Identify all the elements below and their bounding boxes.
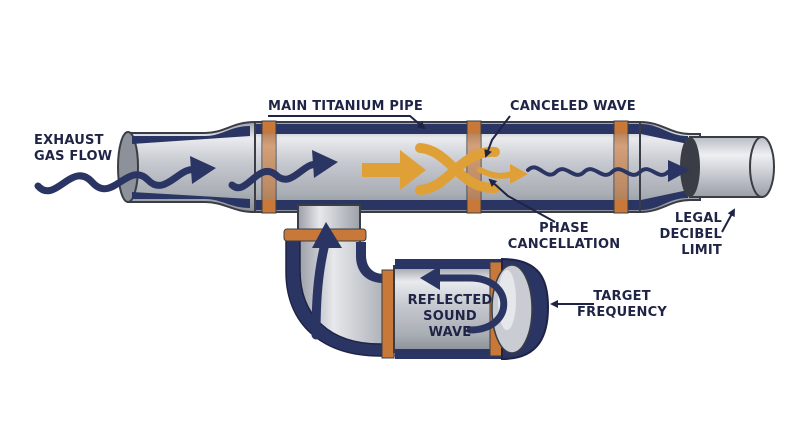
label-reflected-2: SOUND bbox=[423, 309, 477, 324]
label-legal-1: LEGAL bbox=[675, 211, 722, 226]
exhaust-inflow-arrowhead bbox=[190, 156, 216, 184]
leader-legal-limit bbox=[721, 208, 735, 233]
gold-cross-3 bbox=[477, 167, 515, 179]
label-exhaust-2: GAS FLOW bbox=[34, 149, 112, 164]
reflected-upflow-arrowhead bbox=[312, 222, 342, 248]
main-body-navy-top bbox=[256, 124, 639, 134]
gold-flow-arrowhead bbox=[400, 150, 426, 190]
main-wave-arrowhead bbox=[312, 150, 338, 178]
inlet-navy-top bbox=[132, 126, 250, 144]
outflow-arrowhead bbox=[668, 160, 690, 182]
outlet-navy-bottom bbox=[641, 190, 688, 210]
reflected-upflow bbox=[311, 235, 331, 340]
labels: EXHAUST GAS FLOW MAIN TITANIUM PIPE CANC… bbox=[34, 99, 722, 340]
outlet-navy-top bbox=[641, 124, 688, 144]
leader-main-pipe bbox=[268, 115, 426, 130]
gold-flow-shaft bbox=[362, 163, 402, 177]
resonator-navy-bottom bbox=[395, 349, 503, 359]
gold-outflow-arrowhead bbox=[510, 164, 528, 184]
outflow-wave bbox=[526, 165, 670, 177]
branch-ring-2 bbox=[381, 269, 395, 359]
label-reflected-3: WAVE bbox=[429, 325, 472, 340]
label-reflected-1: REFLECTED bbox=[408, 293, 493, 308]
exhaust-inflow-wave bbox=[34, 166, 200, 195]
branch-navy-inner bbox=[356, 242, 396, 283]
label-phase-2: CANCELLATION bbox=[508, 237, 621, 252]
resonator-navy-top bbox=[395, 259, 503, 269]
label-legal-2: DECIBEL bbox=[659, 227, 722, 242]
label-legal-3: LIMIT bbox=[681, 243, 722, 258]
inlet-navy-bottom bbox=[132, 192, 250, 208]
label-phase-1: PHASE bbox=[539, 221, 589, 236]
main-body-navy-bottom bbox=[256, 200, 639, 210]
reflected-return-arc bbox=[431, 274, 508, 334]
label-target-1: TARGET bbox=[593, 289, 651, 304]
ring-1-shine bbox=[262, 134, 276, 200]
label-target-2: FREQUENCY bbox=[577, 305, 667, 320]
label-main-pipe: MAIN TITANIUM PIPE bbox=[268, 99, 423, 114]
reflected-return-arrowhead bbox=[420, 266, 440, 290]
leader-lines bbox=[268, 115, 735, 308]
label-canceled-wave: CANCELED WAVE bbox=[510, 99, 636, 114]
tailpipe-opening bbox=[749, 136, 775, 198]
leader-phase bbox=[488, 178, 556, 223]
tailpipe-inner bbox=[680, 137, 700, 197]
ring-3-shine bbox=[614, 134, 628, 200]
inlet-opening bbox=[117, 131, 139, 203]
leader-canceled-wave bbox=[484, 115, 511, 158]
label-exhaust-1: EXHAUST bbox=[34, 133, 104, 148]
main-wave bbox=[228, 161, 322, 192]
